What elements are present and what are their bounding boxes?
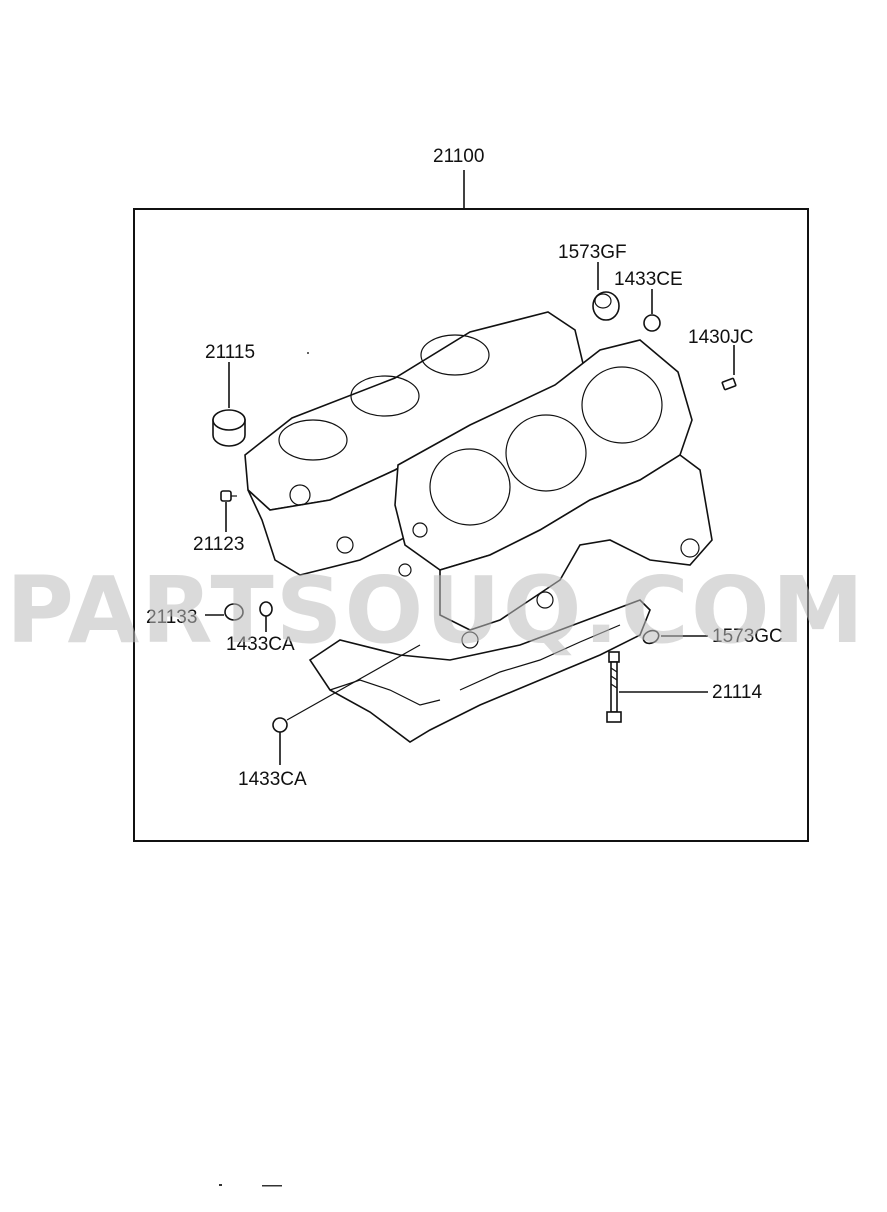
watermark: PARTSOUQ.COM bbox=[6, 557, 866, 664]
label-21123[interactable]: 21123 bbox=[193, 534, 244, 555]
plug-1433ce[interactable] bbox=[643, 314, 661, 332]
label-21114[interactable]: 21114 bbox=[712, 682, 762, 703]
cylinder-block-illustration[interactable] bbox=[244, 311, 713, 743]
plug-21115[interactable] bbox=[212, 409, 246, 447]
leader-1433ca-to-block bbox=[286, 644, 421, 721]
stray-marks bbox=[219, 352, 309, 1187]
label-1433ca-lower[interactable]: 1433CA bbox=[238, 769, 307, 790]
pin-1430jc[interactable] bbox=[721, 377, 737, 391]
plug-1573gf[interactable] bbox=[592, 291, 620, 321]
plug-1573gc[interactable] bbox=[641, 628, 661, 646]
plug-1433ca-lower[interactable] bbox=[272, 717, 288, 733]
label-1433ce[interactable]: 1433CE bbox=[614, 269, 683, 290]
bolt-21123[interactable] bbox=[220, 490, 237, 502]
plug-21133[interactable] bbox=[224, 603, 244, 621]
assembly-label[interactable]: 21100 bbox=[433, 146, 484, 167]
label-1430jc[interactable]: 1430JC bbox=[688, 327, 754, 348]
diagram-frame bbox=[133, 208, 809, 842]
label-1433ca-upper[interactable]: 1433CA bbox=[226, 634, 295, 655]
stud-bolt-21114[interactable] bbox=[606, 651, 622, 723]
label-1573gc[interactable]: 1573GC bbox=[712, 626, 783, 647]
label-21115[interactable]: 21115 bbox=[205, 342, 255, 363]
label-21133[interactable]: 21133 bbox=[146, 607, 197, 628]
label-1573gf[interactable]: 1573GF bbox=[558, 242, 627, 263]
